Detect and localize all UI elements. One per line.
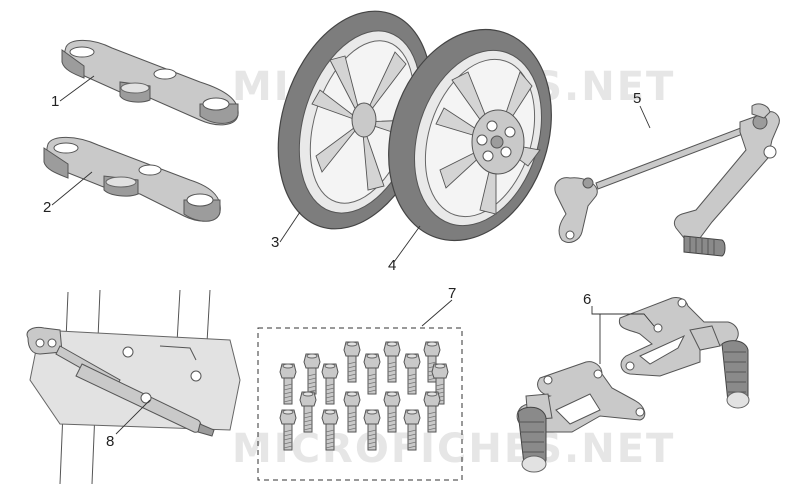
bolt (383, 391, 401, 433)
callout-4: 4 (388, 257, 396, 274)
leader-5 (639, 105, 651, 129)
gear-shift-linkage (554, 103, 780, 257)
bolt (303, 353, 321, 395)
steering-damper (26, 289, 241, 485)
bolt-group (279, 341, 449, 451)
bolt (403, 409, 421, 451)
callout-leaders (51, 75, 655, 435)
bolt (299, 391, 317, 433)
callout-7: 7 (448, 285, 456, 302)
leader-1 (59, 75, 95, 102)
callout-1: 1 (51, 93, 59, 110)
bolt (343, 341, 361, 383)
callout-6: 6 (583, 291, 591, 308)
leader-2 (51, 171, 93, 206)
footpeg-brackets (516, 297, 750, 473)
callout-2: 2 (43, 199, 51, 216)
leader-4 (393, 225, 421, 263)
rear-wheel (388, 28, 552, 242)
bolt (363, 409, 381, 451)
leader-8 (115, 399, 151, 435)
bolt (279, 409, 297, 451)
watermark-bottom: MICROFICHES.NET (232, 426, 675, 472)
lower-triple-clamp (43, 136, 221, 222)
leader-3 (279, 211, 301, 243)
upper-triple-clamp (61, 39, 239, 126)
bolt (403, 353, 421, 395)
callout-labels: 1 2 3 4 5 6 7 8 (43, 90, 641, 450)
leader-7 (421, 299, 453, 327)
callout-5: 5 (633, 90, 641, 107)
bolt (321, 363, 339, 405)
bolt (423, 341, 441, 383)
bolt (383, 341, 401, 383)
callout-3: 3 (271, 234, 279, 251)
bolt (343, 391, 361, 433)
bolt-kit-box (257, 327, 463, 481)
bolt (423, 391, 441, 433)
bolt (279, 363, 297, 405)
bolt (321, 409, 339, 451)
bolt-kit (257, 327, 463, 481)
callout-8: 8 (106, 433, 114, 450)
bolt (363, 353, 381, 395)
leader-6 (591, 306, 655, 364)
